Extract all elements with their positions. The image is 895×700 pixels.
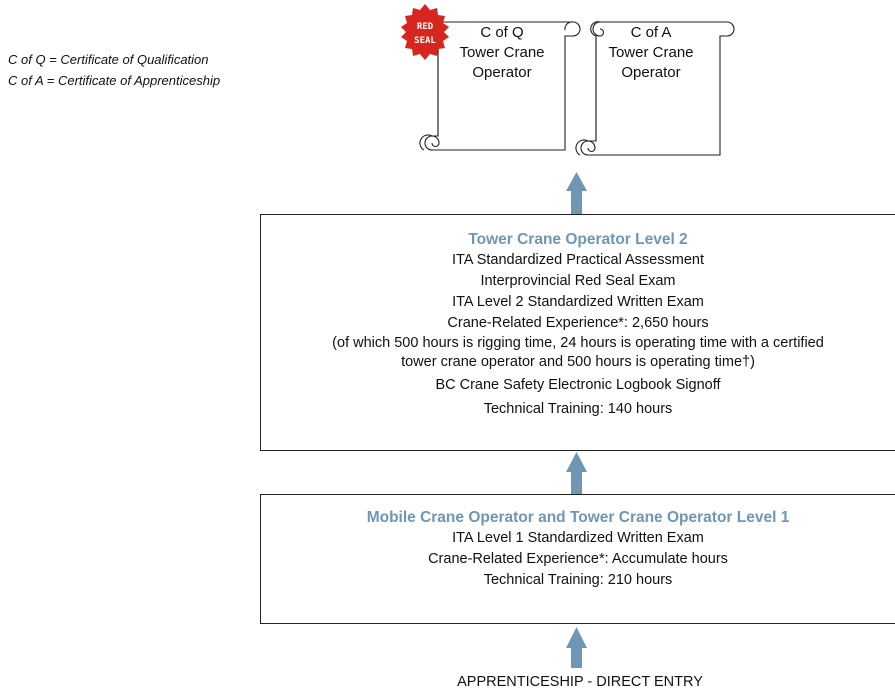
certificate-apprenticeship: C of A Tower Crane Operator [597, 23, 705, 83]
certificate-qualification-role: Operator [472, 64, 532, 81]
level2-requirement: ITA Standardized Practical Assessment [452, 252, 704, 268]
arrow-up-icon-bottom [566, 627, 587, 668]
entry-label: APPRENTICESHIP - DIRECT ENTRY [457, 674, 703, 690]
certificate-apprenticeship-role: Operator [621, 64, 681, 81]
certificate-apprenticeship-trade: Tower Crane [608, 44, 694, 61]
scroll-icon-apprenticeship [575, 21, 735, 156]
level2-requirement: Technical Training: 140 hours [483, 401, 673, 417]
legend-line-apprenticeship: C of A = Certificate of Apprenticeship [8, 73, 221, 88]
level2-requirement: Crane-Related Experience*: 2,650 hours [447, 315, 709, 331]
red-seal-badge: RED SEAL [401, 4, 449, 60]
level1-requirement: ITA Level 1 Standardized Written Exam [452, 530, 704, 546]
level2-box: Tower Crane Operator Level 2 ITA Standar… [260, 214, 895, 451]
level1-requirement: Crane-Related Experience*: Accumulate ho… [428, 551, 728, 567]
level2-experience-note: tower crane operator and 500 hours is op… [401, 354, 755, 370]
level2-requirement: BC Crane Safety Electronic Logbook Signo… [435, 377, 721, 393]
level2-experience-note: (of which 500 hours is rigging time, 24 … [332, 335, 824, 351]
arrow-up-icon-top [566, 172, 587, 214]
certificate-qualification: C of Q Tower Crane Operator [450, 23, 554, 83]
legend-line-qualification: C of Q = Certificate of Qualification [8, 52, 209, 67]
legend: C of Q = Certificate of Qualification C … [8, 49, 220, 91]
level2-title: Tower Crane Operator Level 2 [468, 231, 688, 248]
arrow-up-icon-middle [566, 452, 587, 494]
level1-title: Mobile Crane Operator and Tower Crane Op… [366, 509, 790, 526]
certificate-qualification-trade: Tower Crane [459, 44, 545, 61]
certificate-apprenticeship-title: C of A [630, 24, 672, 41]
scroll-icon-qualification [419, 21, 581, 151]
level1-box: Mobile Crane Operator and Tower Crane Op… [260, 494, 895, 624]
flow-arrows [566, 172, 587, 668]
badge-text-line1: RED [417, 22, 434, 32]
seal-starburst-icon [401, 4, 449, 60]
certificate-qualification-title: C of Q [480, 24, 524, 41]
level2-requirement: Interprovincial Red Seal Exam [480, 273, 676, 289]
level2-requirement: ITA Level 2 Standardized Written Exam [452, 294, 704, 310]
badge-text-line2: SEAL [414, 36, 436, 46]
level1-requirement: Technical Training: 210 hours [483, 572, 673, 588]
